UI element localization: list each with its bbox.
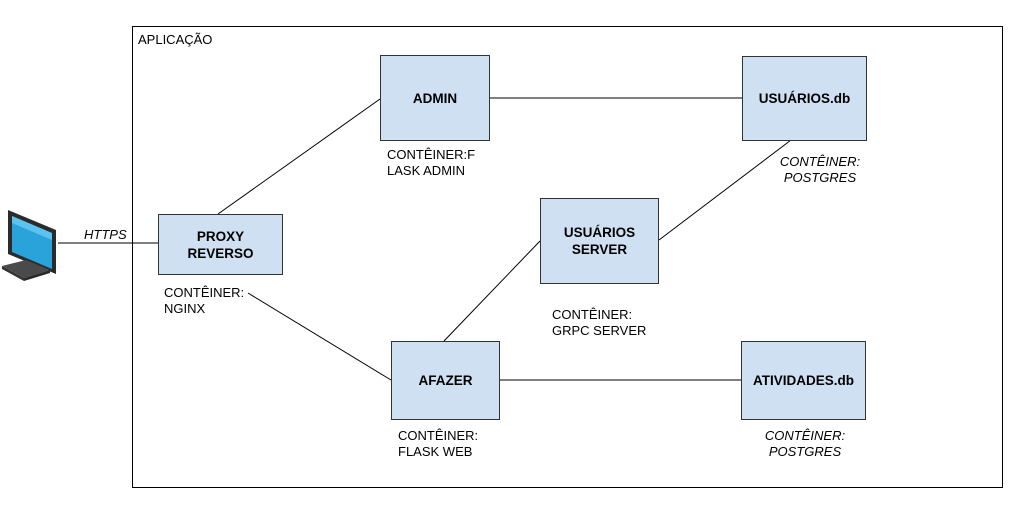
link-proxy-admin [217,98,381,215]
usuarios-db-caption: CONTÊINER: POSTGRES [779,154,861,185]
admin-caption: CONTÊINER:F LASK ADMIN [387,147,476,178]
monitor-icon [2,206,62,287]
link-afazer-usuarios-server [443,240,541,342]
afazer-caption: CONTÊINER: FLASK WEB [398,428,479,459]
https-label: HTTPS [84,227,127,242]
afazer-node: AFAZER [391,341,500,420]
usuarios-db-node: USUÁRIOS.db [742,56,867,141]
application-boundary [132,26,1003,488]
usuarios-server-node: USUÁRIOS SERVER [540,198,659,284]
atividades-db-node: ATIVIDADES.db [741,341,866,420]
link-usuarios-server-usuarios-db [658,139,792,241]
proxy-reverso-node: PROXY REVERSO [158,214,283,275]
usuarios-server-caption: CONTÊINER: GRPC SERVER [552,307,647,338]
link-proxy-afazer [247,292,392,381]
admin-node: ADMIN [380,55,490,141]
application-label: APLICAÇÃO [138,32,213,47]
atividades-db-caption: CONTÊINER: POSTGRES [764,428,846,459]
proxy-caption: CONTÊINER: NGINX [164,285,245,316]
